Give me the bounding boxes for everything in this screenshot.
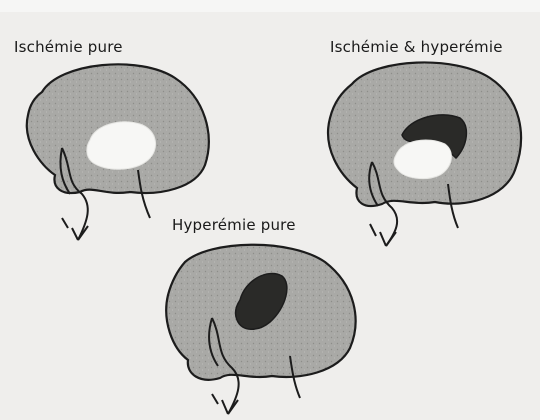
organ-hyperemia-pure (166, 245, 355, 414)
organ-ischemia-hyperemia (328, 62, 521, 246)
organ-ischemia-pure (27, 64, 209, 240)
label-hyperemia-pure: Hyperémie pure (172, 216, 296, 234)
label-ischemia-hyperemia: Ischémie & hyperémie (330, 38, 503, 56)
top-band (0, 0, 540, 12)
label-ischemia-pure: Ischémie pure (14, 38, 123, 56)
organ-hyperemia-pure-vessel-branch (212, 394, 238, 414)
